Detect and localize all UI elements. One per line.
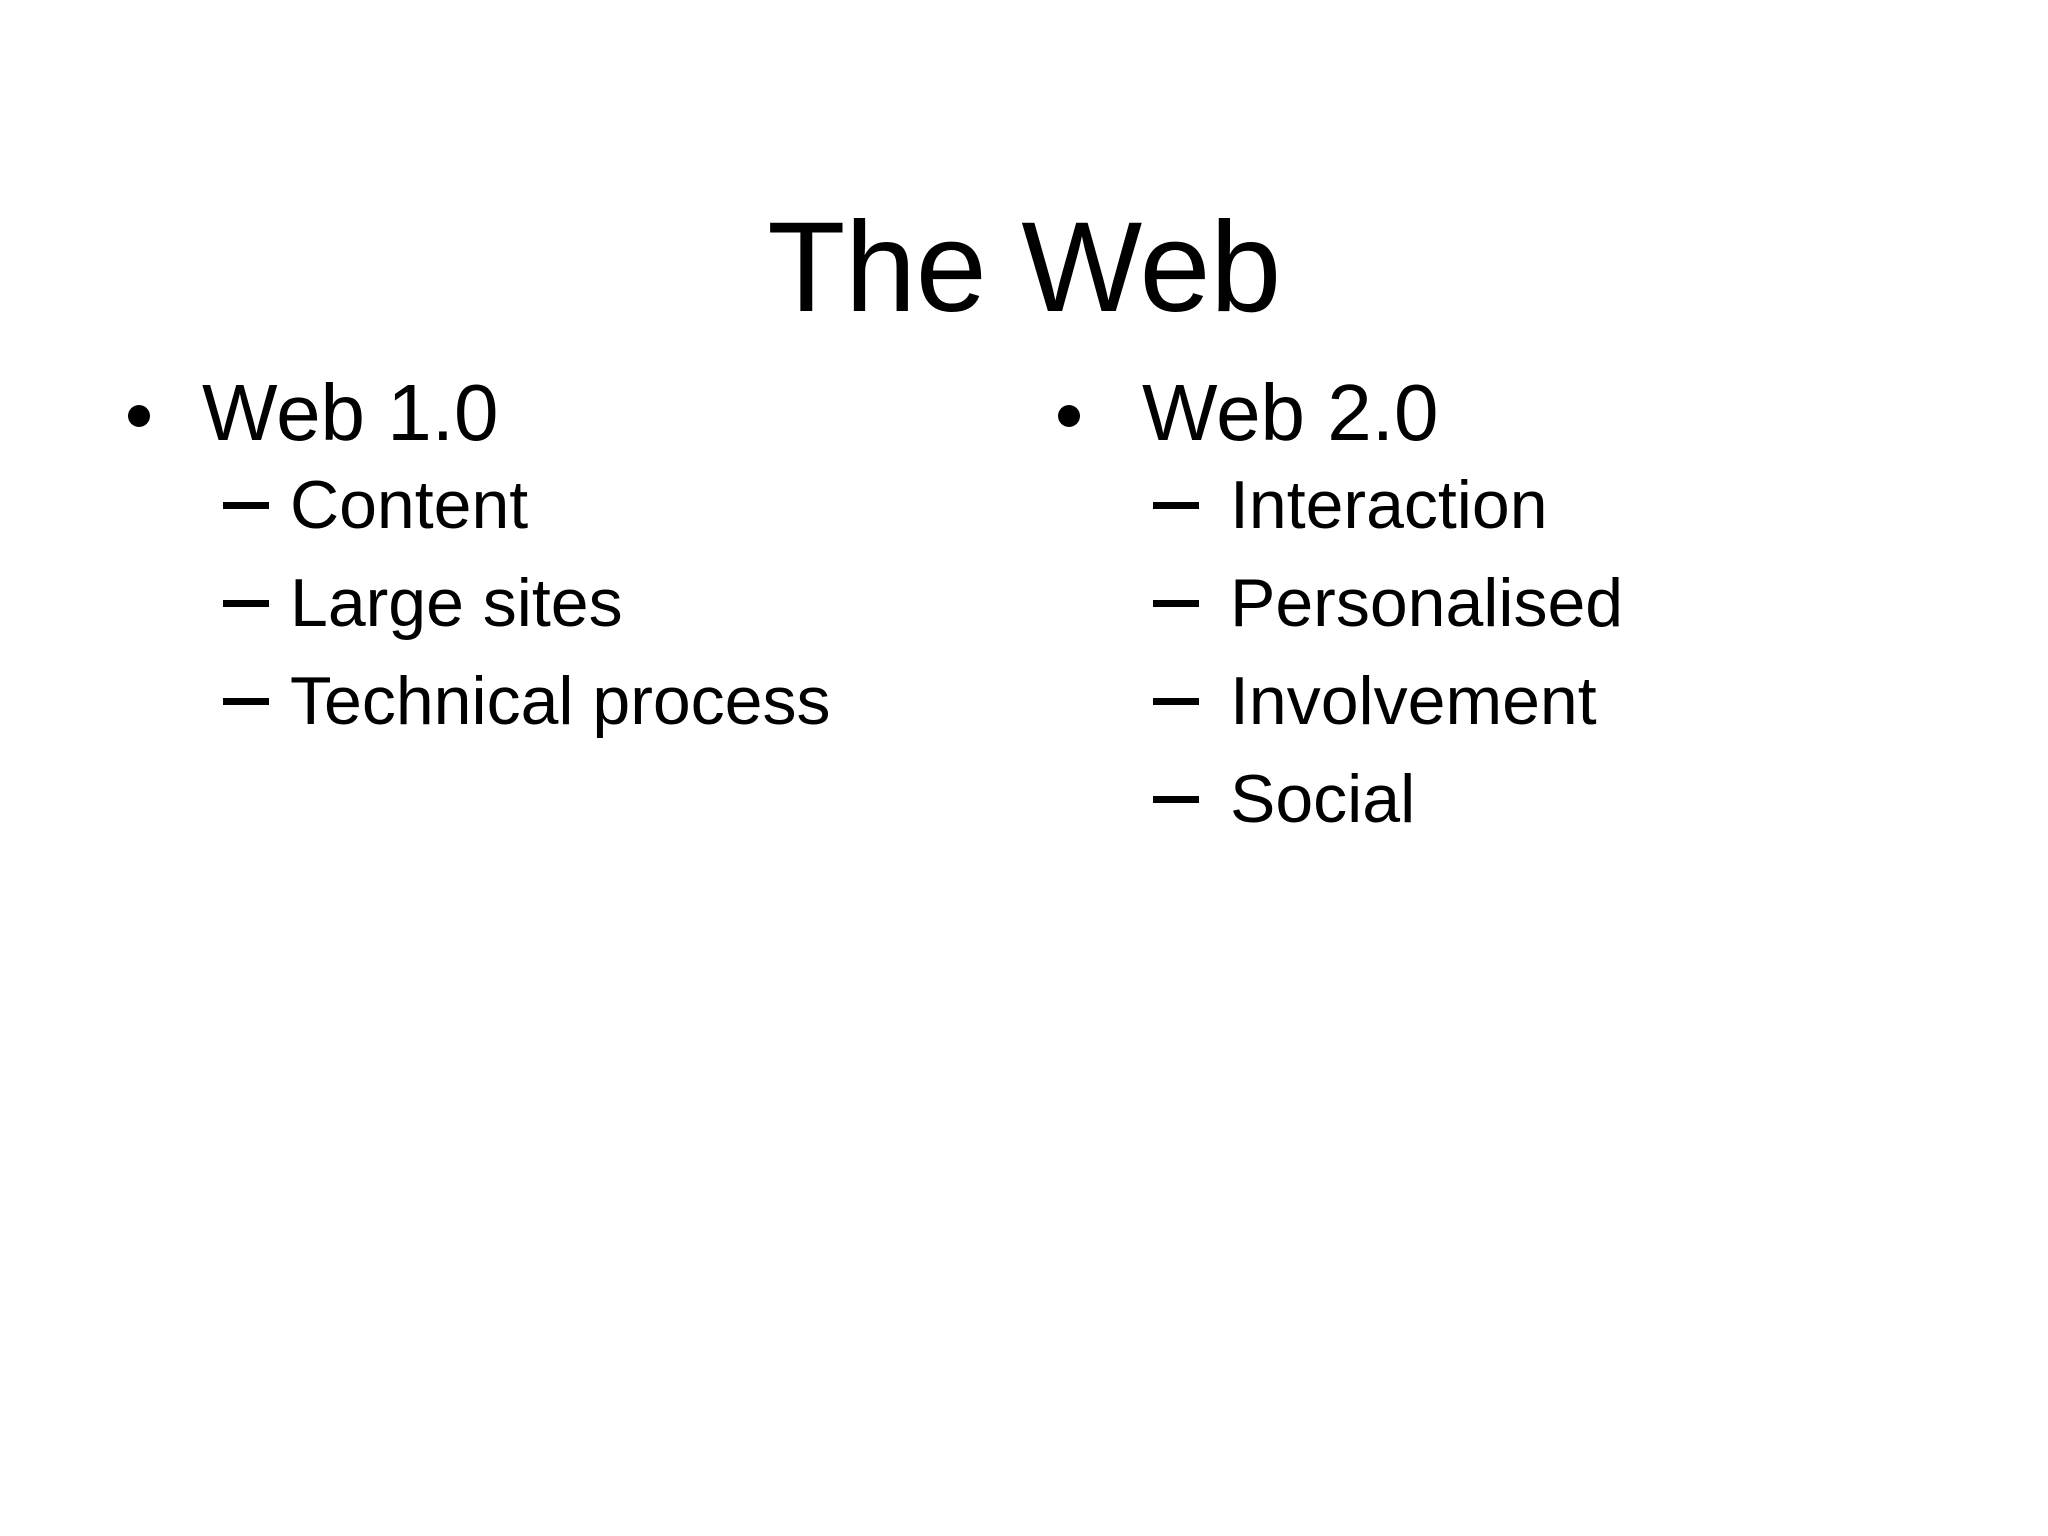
list-item: Large sites [110, 554, 990, 652]
sub-bullet-label: Involvement [1230, 663, 1597, 739]
bullet-dash-icon [1050, 456, 1230, 554]
sub-bullet-label: Content [290, 467, 529, 543]
slide-body: Web 1.0 Content Large sites Technical pr… [0, 370, 2048, 1470]
bullet-dash-icon [1050, 750, 1230, 848]
bullet-label: Web 1.0 [202, 368, 499, 457]
list-item: Social [1050, 750, 1930, 848]
list-item: Content [110, 456, 990, 554]
bullet-dash-icon [110, 554, 290, 652]
sub-bullet-label: Technical process [290, 663, 831, 739]
sub-bullet-list-left: Content Large sites Technical process [110, 456, 990, 750]
sub-bullet-list-right: Interaction Personalised Involvement Soc… [1050, 456, 1930, 848]
list-item: Involvement [1050, 652, 1930, 750]
sub-bullet-label: Personalised [1230, 565, 1624, 641]
content-column-left: Web 1.0 Content Large sites Technical pr… [110, 370, 990, 750]
sub-bullet-label: Large sites [290, 565, 623, 641]
bullet-dot-icon [110, 370, 202, 456]
list-item: Technical process [110, 652, 990, 750]
page-title: The Web [767, 195, 1281, 339]
bullet-dash-icon [1050, 554, 1230, 652]
bullet-item-web-1: Web 1.0 [110, 370, 990, 456]
bullet-dot-icon [1050, 370, 1142, 456]
bullet-dash-icon [1050, 652, 1230, 750]
bullet-dash-icon [110, 652, 290, 750]
list-item: Interaction [1050, 456, 1930, 554]
sub-bullet-label: Interaction [1230, 467, 1548, 543]
sub-bullet-label: Social [1230, 761, 1416, 837]
bullet-dash-icon [110, 456, 290, 554]
list-item: Personalised [1050, 554, 1930, 652]
bullet-label: Web 2.0 [1142, 368, 1439, 457]
bullet-item-web-2: Web 2.0 [1050, 370, 1930, 456]
content-column-right: Web 2.0 Interaction Personalised Involve… [1050, 370, 1930, 848]
